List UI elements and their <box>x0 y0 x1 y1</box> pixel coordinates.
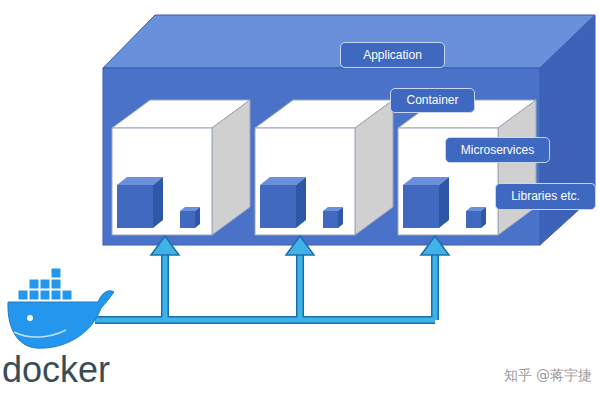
deploy-arrows <box>95 236 449 320</box>
label-box: Microservices <box>445 137 550 163</box>
label-box: Libraries etc. <box>495 183 596 210</box>
label-text: Libraries etc. <box>511 189 580 203</box>
label-text: Microservices <box>461 143 534 157</box>
label-text: Container <box>406 93 458 107</box>
box-side <box>540 15 595 245</box>
logo-wordmark: docker <box>2 352 110 388</box>
label-box: Container <box>390 88 475 113</box>
label-box: Application <box>340 42 445 68</box>
docker-whale <box>8 268 114 348</box>
label-text: Application <box>363 48 422 62</box>
watermark: 知乎 @蒋宇捷 <box>504 368 592 382</box>
box-top <box>103 15 595 68</box>
box-front <box>103 68 540 245</box>
container-cube <box>255 100 393 235</box>
container-cube <box>112 100 250 235</box>
container-cube <box>398 100 536 235</box>
